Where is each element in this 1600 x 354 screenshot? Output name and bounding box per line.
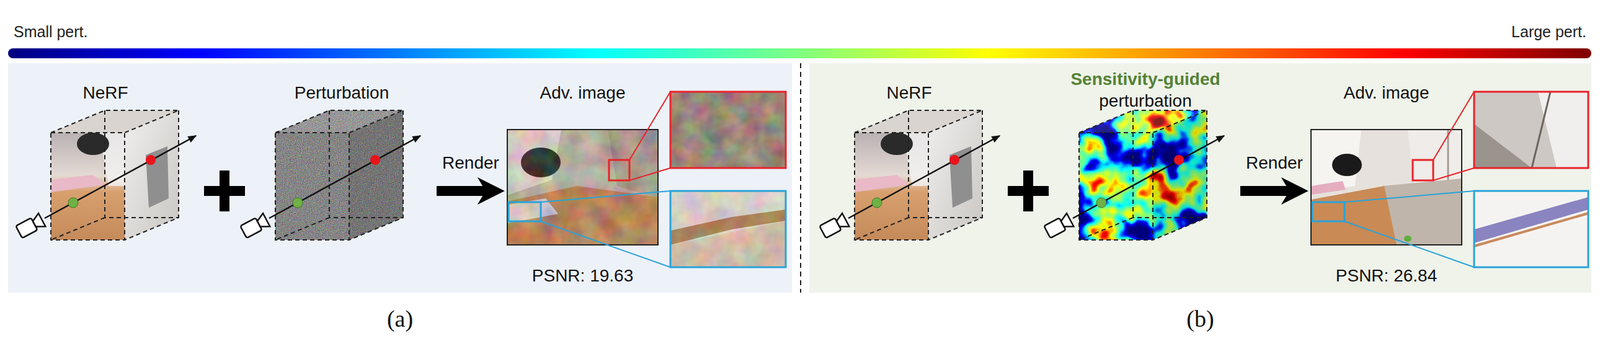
camera-ray	[1043, 135, 1225, 239]
node-heading: NeRF	[886, 81, 932, 104]
scale-end-label: Small pert.	[13, 22, 88, 42]
noise-perturbation-cube-part	[275, 132, 350, 240]
zoom-leader-part	[540, 191, 671, 203]
image-frame	[1311, 129, 1462, 245]
edge-label: Render	[1245, 151, 1303, 174]
scale-end-label: Large pert.	[1511, 22, 1587, 42]
zoom-inset-part	[1531, 91, 1551, 169]
psnr-value: PSNR: 26.84	[1335, 264, 1437, 287]
node-heading: Adv. image	[1343, 81, 1430, 104]
nerf-cube	[854, 110, 983, 240]
zoom-inset-part	[670, 91, 786, 169]
zoom-inset	[1474, 191, 1589, 268]
zoom-leader-part	[1433, 91, 1475, 160]
zoom-inset-part	[670, 91, 786, 169]
sensitivity-cube-part	[1079, 110, 1207, 240]
zoom-leader-part	[629, 91, 671, 160]
noise-perturbation-cube	[275, 110, 404, 240]
zoom-leader-part	[540, 221, 671, 268]
zoom-inset-part	[670, 191, 786, 268]
adversarial-image-part	[507, 129, 658, 245]
render-arrow	[1240, 186, 1297, 196]
zoom-region	[508, 202, 541, 222]
colormap-bar	[8, 48, 1592, 59]
zoom-leader-part	[1344, 191, 1475, 203]
psnr-value: PSNR: 19.63	[532, 264, 634, 287]
zoom-region	[1312, 202, 1345, 222]
panel-divider	[800, 63, 802, 293]
plus-sign	[1007, 170, 1049, 212]
panel-tag: (a)	[386, 304, 414, 335]
adversarial-image-part	[1382, 178, 1462, 245]
zoom-inset-part	[1537, 91, 1589, 169]
zoom-inset-part	[670, 191, 786, 268]
zoom-inset-part	[670, 91, 786, 169]
zoom-inset-part	[1474, 197, 1589, 244]
node-heading: Perturbation	[294, 81, 390, 104]
sensitivity-cube-part	[1079, 132, 1153, 240]
camera-ray	[819, 135, 1000, 239]
noise-perturbation-cube-part	[275, 110, 404, 240]
zoom-leader	[540, 91, 671, 268]
nerf-cube	[50, 110, 179, 240]
adversarial-image-part	[1311, 186, 1397, 245]
zoom-inset-part	[1474, 91, 1589, 169]
node-heading: NeRF	[82, 81, 128, 104]
zoom-leader-part	[629, 168, 671, 181]
adversarial-image-part	[1311, 129, 1462, 245]
render-arrow	[436, 186, 493, 196]
adversarial-image	[1311, 129, 1462, 245]
zoom-inset-part	[670, 191, 786, 268]
zoom-inset	[670, 191, 786, 268]
edge-label: Render	[442, 151, 500, 174]
camera-ray	[240, 135, 421, 239]
image-frame	[507, 129, 658, 245]
zoom-leader	[1344, 91, 1475, 268]
node-heading: perturbation	[1098, 89, 1192, 112]
zoom-region	[608, 160, 630, 181]
zoom-inset-part	[1474, 124, 1532, 169]
sensitivity-cube	[1079, 110, 1207, 240]
zoom-inset-part	[1474, 191, 1589, 268]
node-heading: Sensitivity-guided	[1070, 68, 1220, 90]
zoom-leader-part	[1344, 221, 1475, 268]
zoom-inset-part	[1474, 191, 1589, 268]
zoom-inset-part	[1474, 91, 1589, 169]
zoom-inset	[670, 91, 786, 169]
node-heading: Adv. image	[540, 81, 626, 104]
adversarial-image	[507, 129, 658, 245]
zoom-inset	[1474, 91, 1589, 169]
adversarial-image-part	[1311, 181, 1346, 195]
adversarial-image-part	[507, 129, 658, 245]
panel-tag: (b)	[1186, 304, 1214, 335]
plus-sign	[204, 170, 245, 212]
zoom-region	[1412, 160, 1434, 181]
adversarial-image-part	[1404, 235, 1412, 242]
adversarial-image-part	[1332, 153, 1362, 177]
zoom-inset-part	[1474, 213, 1589, 247]
zoom-leader-part	[1433, 168, 1475, 181]
camera-ray	[15, 135, 196, 239]
